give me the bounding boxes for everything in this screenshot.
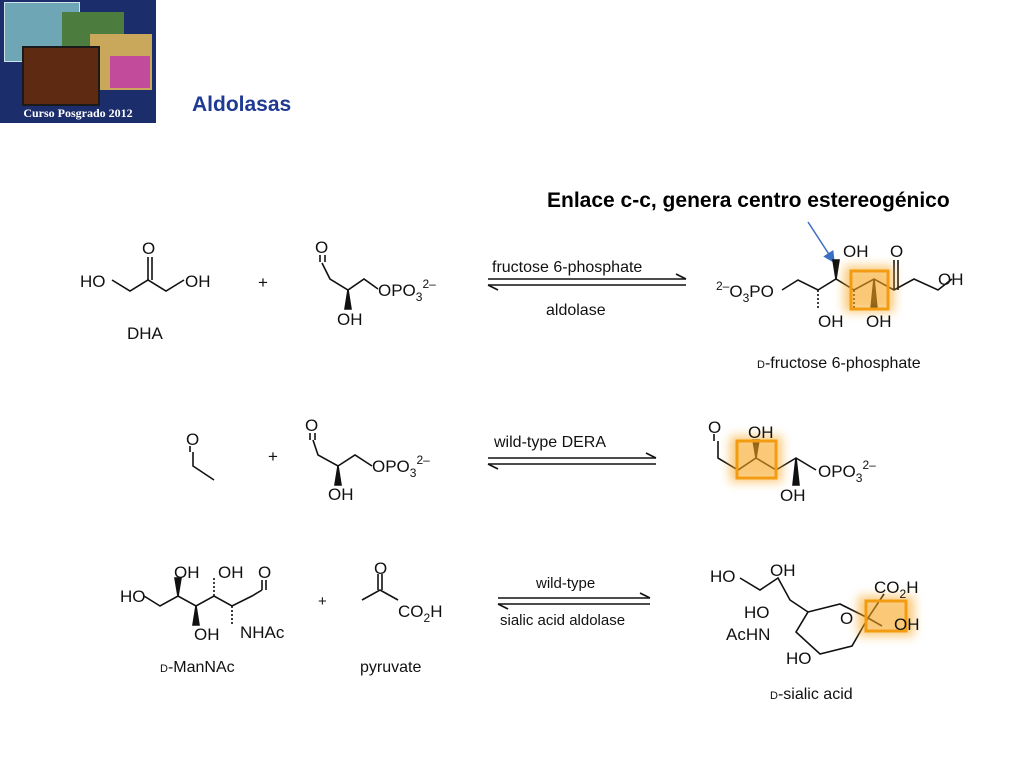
mannac-oh-2-label: OH [218, 563, 244, 582]
course-logo: Curso Posgrado 2012 [0, 0, 156, 123]
reaction-3 [143, 574, 885, 655]
sialic-achn-label: AcHN [726, 625, 770, 644]
pyruvate-label: pyruvate [360, 659, 421, 676]
annotation-arrow [807, 221, 835, 264]
enzyme-2-name: wild-type DERA [493, 434, 606, 451]
enzyme-1-name-top: fructose 6-phosphate [492, 259, 642, 276]
sialic-oh-label: OH [894, 615, 920, 634]
g3p1-o-label: O [315, 238, 328, 257]
product2-o-label: O [708, 418, 721, 437]
dha-o-label: O [142, 239, 155, 258]
enzyme-1-name-bottom: aldolase [546, 302, 606, 319]
annotation-text: Enlace c-c, genera centro estereogénico [547, 189, 950, 212]
product2-phosphate-label: OPO32– [818, 458, 876, 485]
plus-sign-3: + [318, 593, 327, 610]
sialic-ho-top-label: HO [710, 567, 736, 586]
logo-caption: Curso Posgrado 2012 [23, 106, 133, 120]
product2-oh-bottom-label: OH [780, 486, 806, 505]
mannac-structure [143, 577, 267, 626]
reaction-2 [189, 433, 817, 486]
logo-flask-image [110, 56, 150, 88]
sialic-oh-top-label: OH [770, 561, 796, 580]
plus-sign-2: + [268, 447, 278, 466]
g3p-structure-2 [309, 433, 373, 486]
slide-title: Aldolasas [192, 93, 292, 116]
mannac-label: D-ManNAc [160, 659, 235, 676]
product2-oh-top-label: OH [748, 423, 774, 442]
pyruvate-structure [361, 574, 399, 601]
stereocenter-box-1 [849, 269, 890, 311]
enzyme-3-name-bottom: sialic acid aldolase [500, 612, 625, 629]
g3p1-oh-label: OH [337, 310, 363, 329]
g3p2-phosphate-label: OPO32– [372, 453, 430, 480]
equilibrium-arrows-3 [497, 592, 651, 610]
logo-protein-image [22, 46, 100, 106]
equilibrium-arrows-1 [487, 273, 687, 291]
dha-label: DHA [127, 324, 164, 343]
stereocenter-box-3 [864, 599, 908, 633]
g3p-structure-1 [319, 255, 379, 310]
g3p1-phosphate-label: OPO32– [378, 277, 436, 304]
dha-ho-label: HO [80, 272, 106, 291]
f6p-oh-bottom-right-label: OH [866, 312, 892, 331]
equilibrium-arrows-2 [487, 452, 657, 470]
sialic-ho-bottom-label: HO [786, 649, 812, 668]
sialic-ring-o-label: O [840, 609, 853, 628]
stereocenter-highlight-2 [730, 436, 782, 482]
f6p-phosphate-label: 2–O3PO [716, 279, 774, 305]
acetaldehyde-structure [189, 446, 215, 481]
mannac-nhac-label: NHAc [240, 623, 285, 642]
f6p-oh-top-label: OH [843, 242, 869, 261]
mannac-ho-label: HO [120, 587, 146, 606]
sialic-ho-mid-label: HO [744, 603, 770, 622]
sialic-co2h-label: CO2H [874, 578, 918, 601]
pyruvate-o-label: O [374, 559, 387, 578]
mannac-oh-3-label: OH [194, 625, 220, 644]
dha-oh-label: OH [185, 272, 211, 291]
g3p2-oh-label: OH [328, 485, 354, 504]
f6p-o-label: O [890, 242, 903, 261]
pyruvate-co2h-label: CO2H [398, 602, 442, 625]
plus-sign-1: + [258, 273, 268, 292]
dha-structure [111, 257, 185, 292]
stereocenter-box-2 [735, 439, 778, 480]
mannac-o-label: O [258, 563, 271, 582]
f6p-oh-bottom-left-label: OH [818, 312, 844, 331]
mannac-oh-1-label: OH [174, 563, 200, 582]
sialic-acid-label: D-sialic acid [770, 686, 853, 703]
f6p-oh-right-label: OH [938, 270, 964, 289]
g3p2-o-label: O [305, 416, 318, 435]
f6p-label: D-fructose 6-phosphate [757, 355, 921, 372]
acetaldehyde-o-label: O [186, 430, 199, 449]
enzyme-3-name-top: wild-type [535, 575, 595, 592]
